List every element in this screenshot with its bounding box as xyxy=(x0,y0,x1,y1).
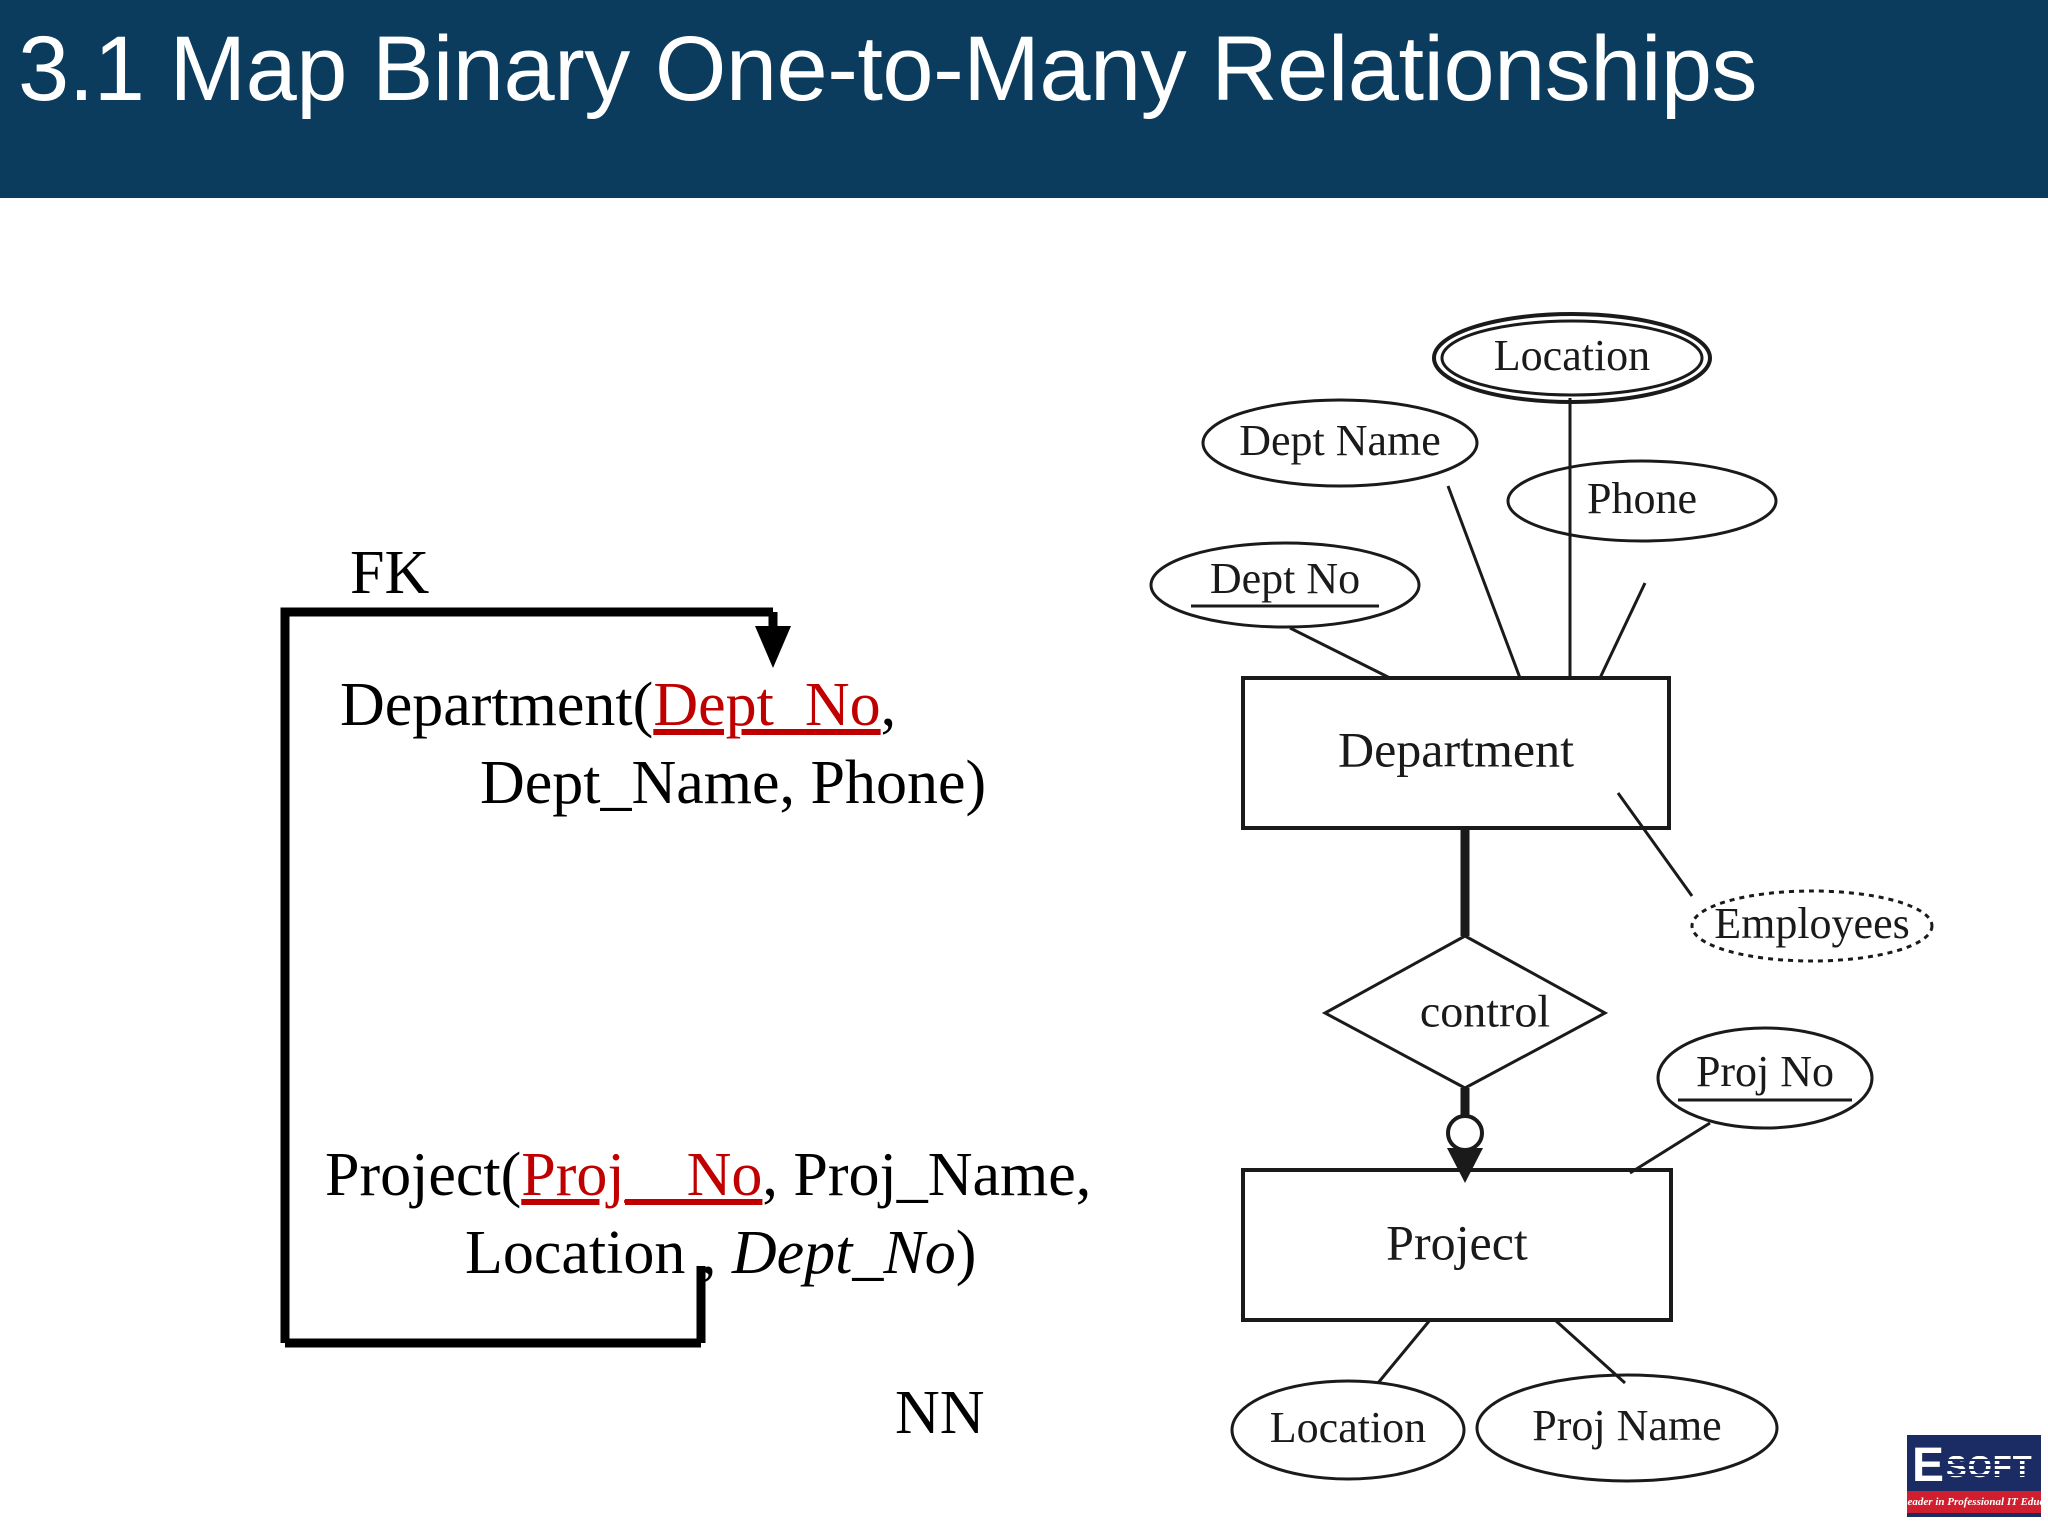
department-after-key: , xyxy=(880,671,897,739)
attribute-proj-name-label: Proj Name xyxy=(1532,1401,1721,1450)
project-after-key: , Proj_Name, xyxy=(762,1141,1092,1209)
attribute-proj-name: Proj Name xyxy=(1475,1373,1779,1483)
project-relation-line-2: Location , Dept_No) xyxy=(465,1218,976,1289)
er-diagram-panel: Location Dept Name Dept No Phone De xyxy=(1100,198,2048,1536)
attribute-location-department-label: Location xyxy=(1494,331,1650,380)
entity-department-label: Department xyxy=(1338,721,1574,777)
attribute-location-project: Location xyxy=(1230,1379,1466,1481)
fk-label: FK xyxy=(350,539,430,607)
attribute-location-department: Location xyxy=(1432,312,1712,404)
nn-bracket xyxy=(285,1266,706,1348)
attribute-proj-no-label: Proj No xyxy=(1696,1047,1834,1096)
attribute-dept-no: Dept No xyxy=(1149,541,1421,629)
department-relation-name: Department( xyxy=(340,671,654,739)
project-foreign-key: Dept_No xyxy=(731,1219,956,1287)
relationship-control: control xyxy=(1321,934,1609,1090)
project-line2-suffix: ) xyxy=(955,1219,977,1287)
esoft-wordmark: E SOFT xyxy=(1912,1439,2040,1493)
attribute-dept-name-label: Dept Name xyxy=(1239,416,1441,465)
attribute-proj-no: Proj No xyxy=(1656,1026,1874,1130)
attribute-employees-label: Employees xyxy=(1714,899,1910,948)
attribute-phone-label: Phone xyxy=(1587,474,1697,523)
project-relation-line-1: Project(Proj__No, Proj_Name, xyxy=(325,1140,1091,1211)
page-title: 3.1 Map Binary One-to-Many Relationships xyxy=(18,18,1758,120)
attribute-employees: Employees xyxy=(1690,889,1934,963)
relational-schema-panel: FK Department(Dept_No, Dept_Name, Phone)… xyxy=(0,198,1100,1536)
project-relation-name: Project( xyxy=(325,1141,522,1209)
esoft-logo: E SOFT The Leader in Professional IT Edu… xyxy=(1905,1433,2043,1519)
er-diagram: Location Dept Name Dept No Phone De xyxy=(1149,312,1934,1483)
department-primary-key: Dept_No xyxy=(653,671,881,739)
entity-department: Department xyxy=(1241,676,1671,830)
relationship-control-label: control xyxy=(1420,986,1550,1037)
esoft-tagline-bar: The Leader in Professional IT Education xyxy=(1907,1491,2041,1513)
fk-bracket xyxy=(280,607,791,1343)
project-line2-prefix: Location , xyxy=(465,1219,732,1287)
attribute-dept-name: Dept Name xyxy=(1201,398,1479,488)
er-connector-lines xyxy=(1289,398,1711,1385)
department-relation-line-2: Dept_Name, Phone) xyxy=(480,749,987,817)
esoft-logo-soft: SOFT xyxy=(1946,1448,2033,1484)
attribute-phone: Phone xyxy=(1506,459,1778,543)
esoft-tagline: The Leader in Professional IT Education xyxy=(1907,1496,2043,1508)
entity-project: Project xyxy=(1241,1168,1673,1322)
attribute-dept-no-label: Dept No xyxy=(1210,554,1360,603)
entity-project-label: Project xyxy=(1386,1214,1528,1270)
slide-title-bar: 3.1 Map Binary One-to-Many Relationships xyxy=(0,0,2048,198)
project-primary-key: Proj__No xyxy=(521,1141,763,1209)
esoft-logo-e: E xyxy=(1912,1439,1945,1492)
slide-content: FK Department(Dept_No, Dept_Name, Phone)… xyxy=(0,198,2048,1536)
department-relation-line-1: Department(Dept_No, xyxy=(340,670,896,741)
attribute-location-project-label: Location xyxy=(1270,1403,1426,1452)
nn-label: NN xyxy=(895,1379,985,1447)
